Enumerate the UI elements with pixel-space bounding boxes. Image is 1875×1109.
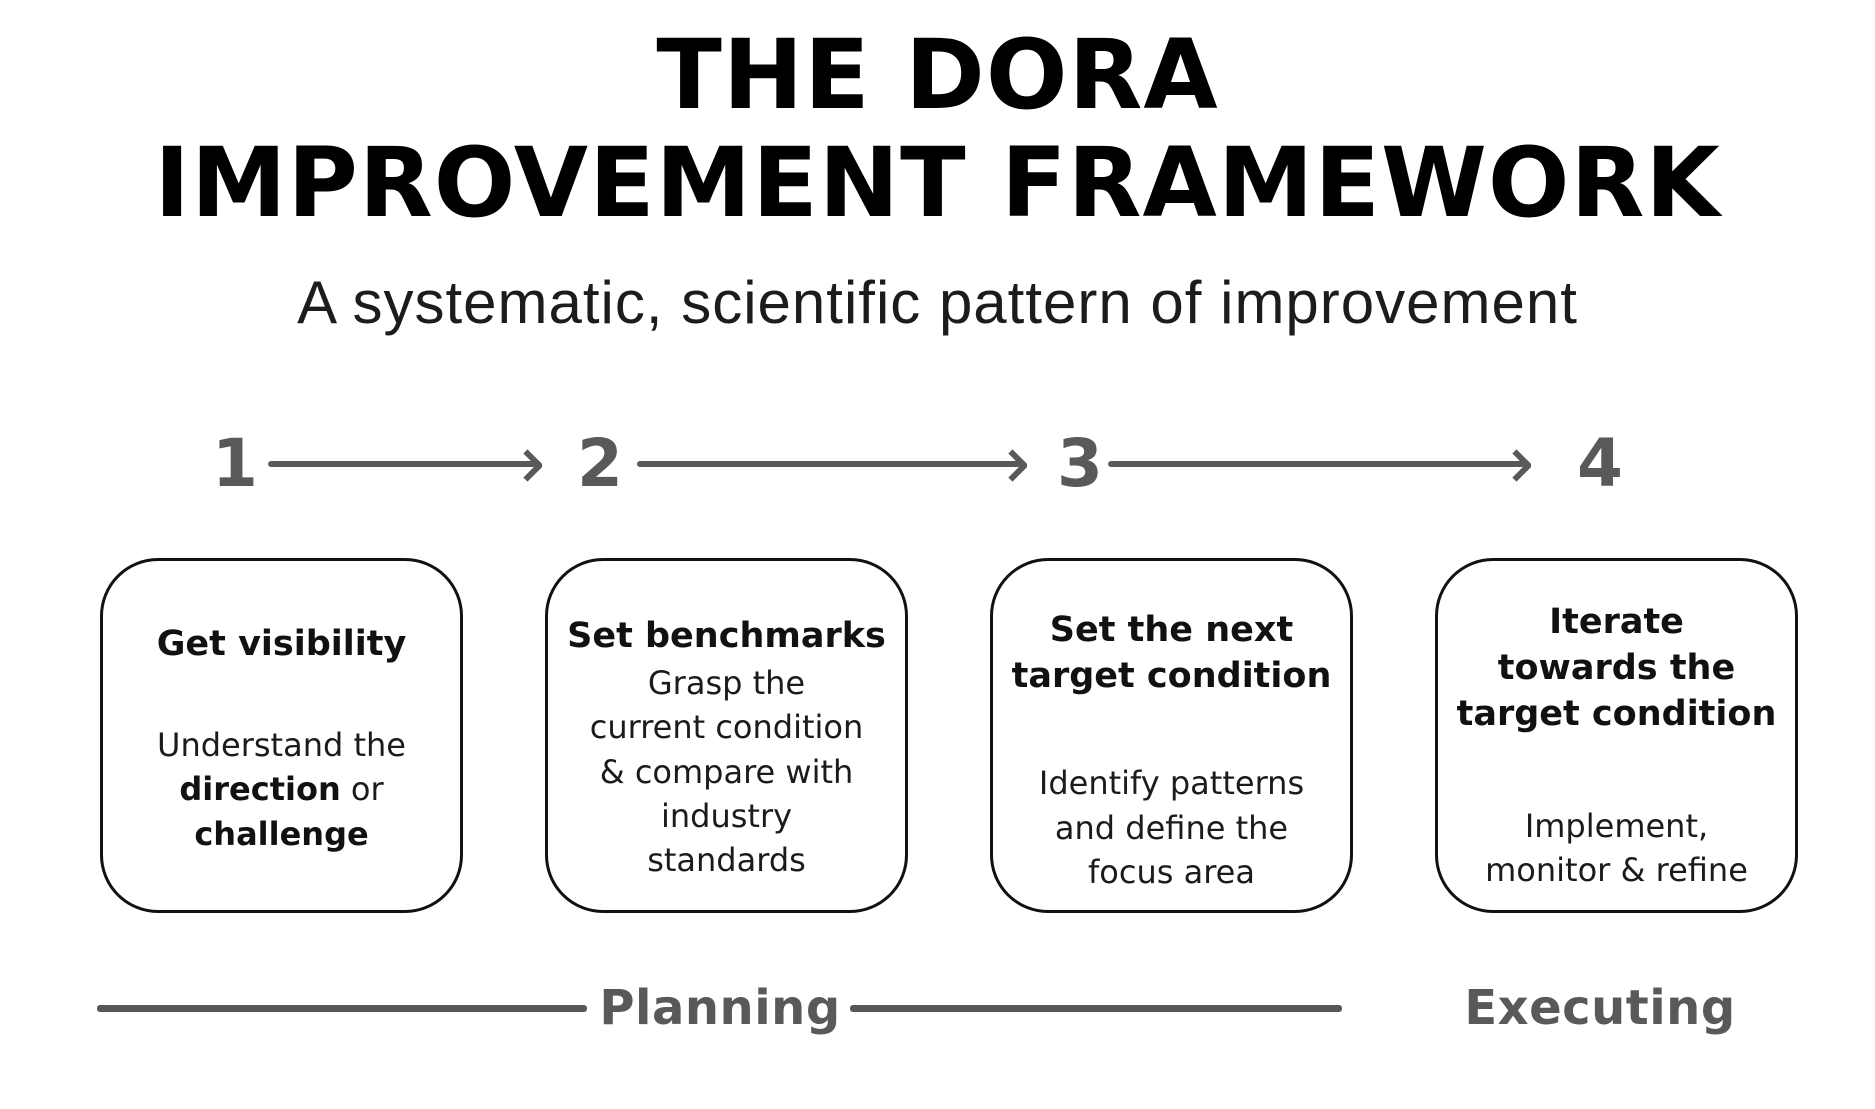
step-card-body: Grasp the current condition & compare wi… — [558, 661, 895, 882]
body-line: industry — [660, 796, 793, 835]
phase-label-executing: Executing — [1464, 980, 1736, 1036]
step-card-body: Understand the direction or challenge — [113, 723, 450, 855]
step-card-iterate-towards-target: Iterate towards the target condition Imp… — [1435, 558, 1798, 913]
heading-line: Set the next — [1049, 610, 1294, 650]
arrowhead-icon — [511, 449, 544, 482]
phase-divider-line-left — [97, 1005, 587, 1012]
phase-divider-line-right — [850, 1005, 1342, 1012]
body-line: Implement, — [1524, 806, 1709, 845]
body-line: standards — [647, 840, 806, 879]
page-subtitle: A systematic, scientific pattern of impr… — [297, 269, 1578, 336]
step-card-body: Implement, monitor & refine — [1448, 804, 1785, 892]
step-card-heading: Set benchmarks — [558, 613, 895, 659]
page-title: THE DORA IMPROVEMENT FRAMEWORK — [0, 19, 1875, 239]
arrowhead-icon — [1500, 449, 1533, 482]
heading-line: Set benchmarks — [567, 616, 886, 656]
step-card-heading: Get visibility — [113, 621, 450, 667]
heading-line: Iterate — [1549, 602, 1684, 642]
step-number-2: 2 — [577, 425, 623, 502]
title-line-2: IMPROVEMENT FRAMEWORK — [154, 126, 1721, 239]
heading-line: Get visibility — [156, 624, 407, 664]
title-line-1: THE DORA — [656, 19, 1219, 131]
body-line: monitor & refine — [1485, 850, 1748, 889]
step-card-body: Identify patterns and define the focus a… — [1003, 761, 1340, 893]
step-card-set-benchmarks: Set benchmarks Grasp the current conditi… — [545, 558, 908, 913]
body-line: Identify patterns — [1038, 764, 1305, 803]
step-number-4: 4 — [1577, 425, 1623, 502]
body-line: current condition — [589, 708, 864, 747]
body-line: direction or — [179, 770, 384, 809]
arrow-icon — [637, 449, 1029, 482]
heading-line: towards the — [1497, 648, 1736, 689]
body-line: Grasp the — [647, 664, 806, 703]
step-number-1: 1 — [212, 425, 258, 502]
step-card-set-next-target-condition: Set the next target condition Identify p… — [990, 558, 1353, 913]
step-number-3: 3 — [1057, 425, 1103, 502]
arrowhead-icon — [996, 449, 1029, 482]
body-line: Understand the — [157, 726, 406, 765]
step-card-heading: Iterate towards the target condition — [1448, 599, 1785, 738]
step-card-heading: Set the next target condition — [1003, 607, 1340, 699]
body-line: challenge — [194, 814, 369, 853]
heading-line: target condition — [1011, 656, 1332, 697]
body-line: and define the — [1054, 808, 1289, 847]
body-line: & compare with — [599, 752, 854, 791]
arrow-icon — [1108, 449, 1533, 482]
heading-line: target condition — [1456, 694, 1777, 735]
step-card-get-visibility: Get visibility Understand the direction … — [100, 558, 463, 913]
arrow-icon — [268, 449, 544, 482]
phase-label-planning: Planning — [599, 980, 841, 1036]
body-line: focus area — [1088, 852, 1255, 891]
